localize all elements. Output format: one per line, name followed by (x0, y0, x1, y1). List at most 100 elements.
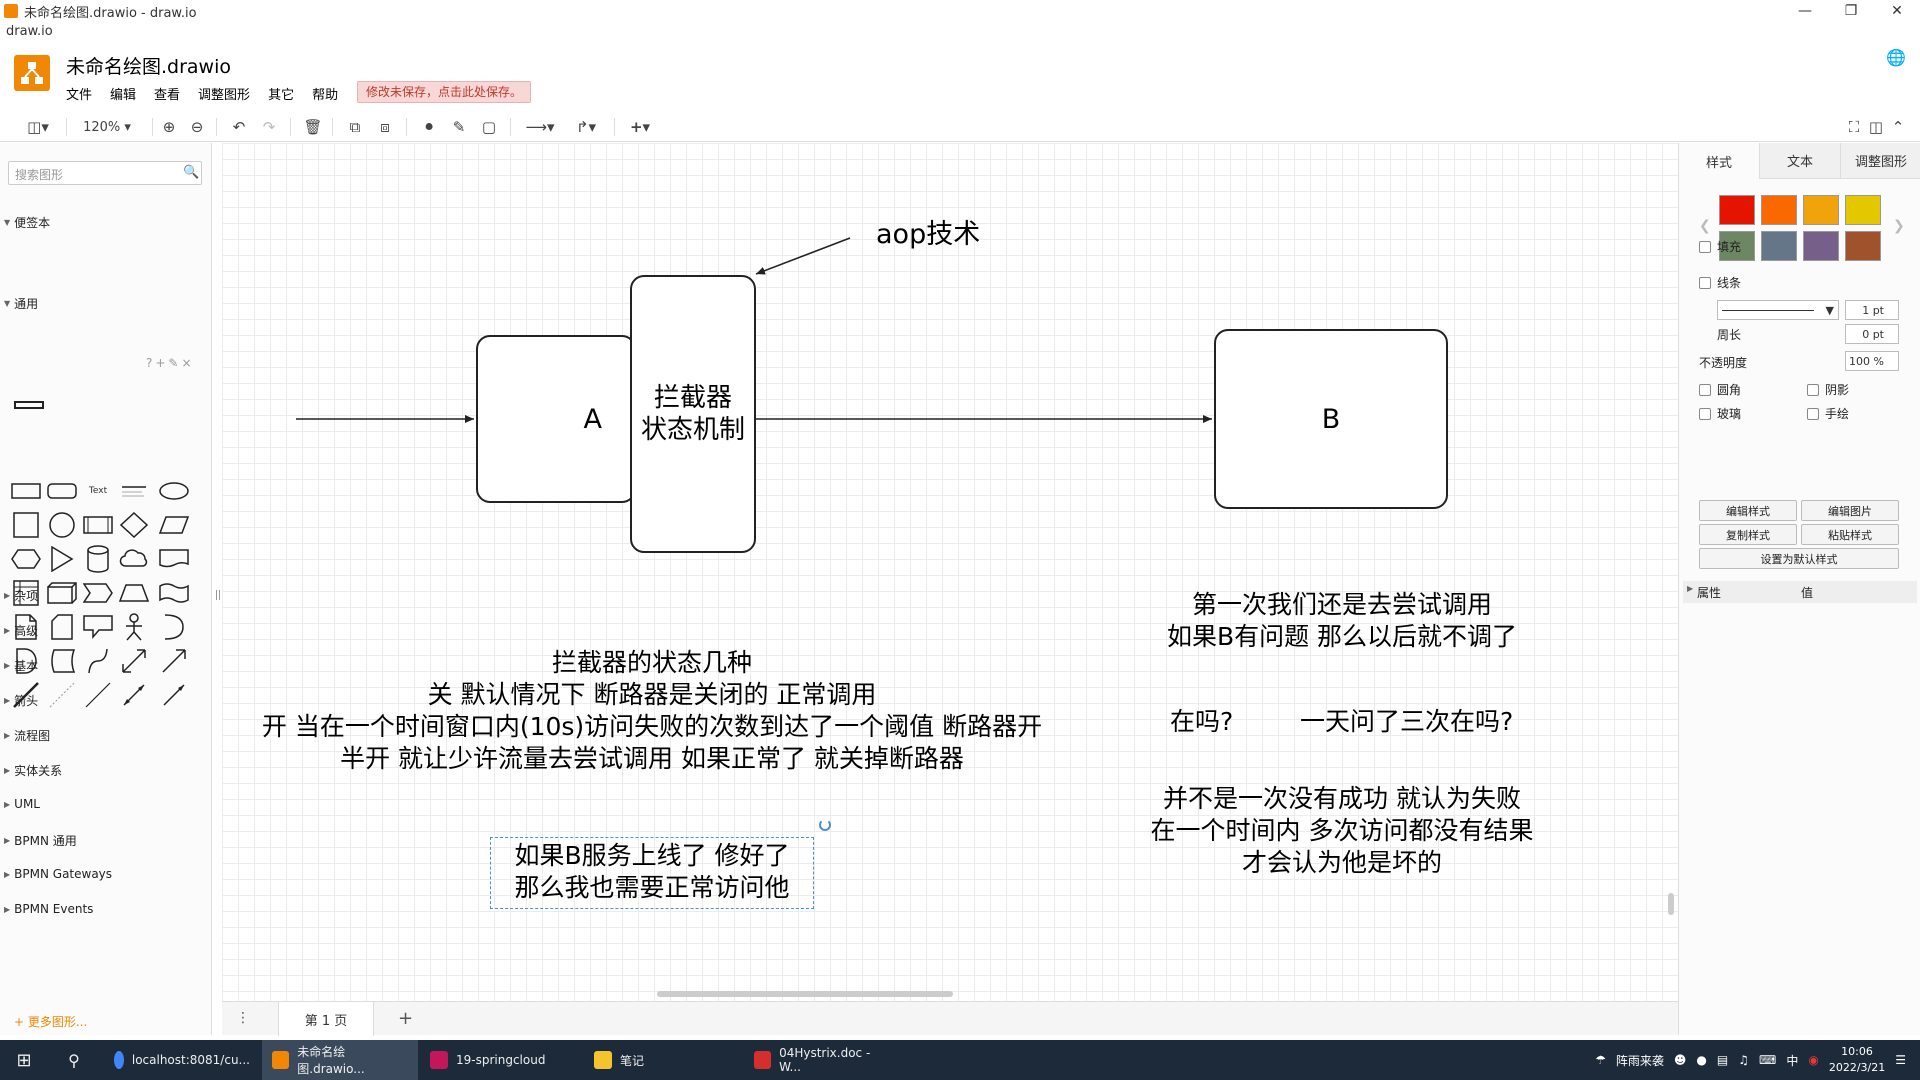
shape-actor[interactable] (118, 612, 150, 642)
glass-checkbox[interactable] (1699, 407, 1711, 420)
section-advanced[interactable]: ▶ 高级 (4, 622, 38, 639)
shape-cloud[interactable] (118, 544, 150, 574)
shape-connector-both[interactable] (118, 680, 150, 710)
shape-process[interactable] (82, 510, 114, 540)
shape-step[interactable] (82, 578, 114, 608)
undo-icon[interactable]: ↶ (232, 118, 246, 136)
weather-icon[interactable]: ☂ (1595, 1053, 1606, 1067)
question-right-text[interactable]: 一天问了三次在吗? (1300, 707, 1514, 736)
shape-document[interactable] (158, 544, 190, 574)
task-drawio[interactable]: 未命名绘图.drawio... (262, 1040, 418, 1080)
task-word[interactable]: 04Hystrix.doc - W... (744, 1040, 900, 1080)
rounded-row[interactable]: 圆角 (1699, 381, 1741, 398)
horizontal-scrollbar[interactable] (657, 991, 953, 997)
add-page-icon[interactable]: + (398, 1008, 414, 1029)
shape-delay[interactable] (10, 646, 42, 676)
line-pattern-select[interactable]: ▼ (1717, 300, 1839, 320)
color-swatch[interactable] (1803, 231, 1839, 261)
shape-search-input[interactable]: 搜索图形 (8, 161, 202, 185)
shape-callout[interactable] (82, 612, 114, 642)
shape-parallelogram[interactable] (158, 510, 190, 540)
tab-text[interactable]: 文本 (1759, 143, 1840, 179)
fill-color-icon[interactable]: ⚫ (422, 118, 436, 136)
user-icon[interactable]: ☻ (1673, 1053, 1687, 1067)
shape-data-storage[interactable] (46, 646, 78, 676)
format-panel-icon[interactable]: ◫ (1868, 118, 1884, 136)
glass-row[interactable]: 玻璃 (1699, 405, 1741, 422)
ime-indicator[interactable]: 中 (1786, 1053, 1799, 1068)
menu-file[interactable]: 文件 (66, 88, 93, 103)
shape-cube[interactable] (46, 578, 78, 608)
section-bpmn-gateways[interactable]: ▶ BPMN Gateways (4, 867, 112, 881)
delete-icon[interactable]: 🗑 (303, 118, 323, 136)
section-arrows[interactable]: ▶ 箭头 (4, 692, 38, 709)
section-uml[interactable]: ▶ UML (4, 797, 40, 811)
shape-ellipse[interactable] (158, 476, 190, 506)
search-icon[interactable]: 🔍 (183, 165, 200, 180)
shape-square[interactable] (10, 510, 42, 540)
opacity-input[interactable]: 100 % (1845, 351, 1899, 371)
node-interceptor[interactable]: 拦截器 状态机制 (630, 275, 756, 553)
fill-checkbox[interactable] (1699, 240, 1711, 253)
menu-arrange[interactable]: 调整图形 (198, 88, 251, 103)
close-icon[interactable]: ✕ (1891, 3, 1903, 19)
to-front-icon[interactable]: ⧉ (349, 118, 361, 136)
menu-edit[interactable]: 编辑 (110, 88, 137, 103)
fullscreen-icon[interactable]: ⛶ (1848, 118, 1860, 136)
section-misc[interactable]: ▶ 杂项 (4, 587, 38, 604)
section-bpmn-general[interactable]: ▶ BPMN 通用 (4, 832, 77, 849)
section-bpmn-events[interactable]: ▶ BPMN Events (4, 902, 93, 916)
line-width-input[interactable]: 1 pt (1845, 300, 1899, 320)
waypoints-icon[interactable]: ↱▾ (575, 118, 597, 136)
tab-arrange[interactable]: 调整图形 (1840, 143, 1920, 179)
shadow-icon[interactable]: ▢ (481, 118, 497, 136)
zoom-out-icon[interactable]: ⊖ (190, 118, 204, 136)
section-general[interactable]: ▼ 通用 (4, 295, 38, 312)
chevron-left-icon[interactable]: ❮ (1699, 218, 1711, 234)
notification-icon[interactable]: ☰ (1895, 1053, 1906, 1067)
sketch-row[interactable]: 手绘 (1807, 405, 1849, 422)
sketch-checkbox[interactable] (1807, 407, 1819, 420)
chevron-right-icon[interactable]: ❯ (1893, 218, 1905, 234)
first-call-text[interactable]: 第一次我们还是去尝试调用 如果B有问题 那么以后就不调了 (1142, 589, 1542, 653)
shape-rounded-rectangle[interactable] (46, 476, 78, 506)
windows-start-icon[interactable]: ⊞ (16, 1049, 32, 1071)
node-a[interactable]: A (476, 335, 636, 503)
zoom-in-icon[interactable]: ⊕ (162, 118, 176, 136)
more-shapes-link[interactable]: + 更多图形... (14, 1015, 88, 1029)
menu-view[interactable]: 查看 (154, 88, 181, 103)
section-entity-relation[interactable]: ▶ 实体关系 (4, 762, 62, 779)
shape-trapezoid[interactable] (118, 578, 150, 608)
shape-or[interactable] (158, 612, 190, 642)
scratchpad-tools-icon[interactable]: ?+✎× (146, 356, 195, 370)
menu-extras[interactable]: 其它 (268, 88, 295, 103)
task-notes[interactable]: 笔记 (584, 1040, 724, 1080)
failure-rule-text[interactable]: 并不是一次没有成功 就认为失败 在一个时间内 多次访问都没有结果 才会认为他是坏… (1122, 783, 1562, 879)
shadow-checkbox[interactable] (1807, 383, 1819, 396)
rounded-checkbox[interactable] (1699, 383, 1711, 396)
tab-page-1[interactable]: 第 1 页 (278, 1002, 374, 1036)
color-swatch[interactable] (1761, 195, 1797, 225)
shape-cylinder[interactable] (82, 544, 114, 574)
shape-bidirectional-arrow[interactable] (118, 646, 150, 676)
shape-circle[interactable] (46, 510, 78, 540)
shape-note[interactable] (10, 612, 42, 642)
selected-text-box[interactable]: 如果B服务上线了 修好了 那么我也需要正常访问他 (490, 837, 814, 909)
restore-icon[interactable]: ❐ (1844, 3, 1858, 19)
section-scratchpad[interactable]: ▼ 便签本 (4, 214, 50, 231)
interceptor-states-text[interactable]: 拦截器的状态几种 关 默认情况下 断路器是关闭的 正常调用 开 当在一个时间窗口… (242, 647, 1062, 775)
color-swatch[interactable] (1719, 231, 1755, 261)
volume-icon[interactable]: ♫ (1738, 1053, 1749, 1067)
task-ide[interactable]: 19-springcloud (420, 1040, 576, 1080)
chevron-right-icon[interactable]: ▶ (1687, 584, 1694, 593)
perimeter-input[interactable]: 0 pt (1845, 324, 1899, 344)
tab-style[interactable]: 样式 (1679, 143, 1759, 179)
color-swatch[interactable] (1719, 195, 1755, 225)
globe-icon[interactable]: 🌐 (1886, 48, 1906, 67)
unsaved-changes-button[interactable]: 修改未保存，点击此处保存。 (357, 81, 532, 103)
redo-icon[interactable]: ↷ (262, 118, 276, 136)
question-left-text[interactable]: 在吗? (1170, 707, 1234, 736)
diagram-canvas[interactable]: A 拦截器 状态机制 B aop技术 拦截器的状态几种 关 默认情况下 断路器是… (222, 143, 1678, 1001)
color-swatch[interactable] (1803, 195, 1839, 225)
to-back-icon[interactable]: ⧈ (380, 118, 390, 136)
